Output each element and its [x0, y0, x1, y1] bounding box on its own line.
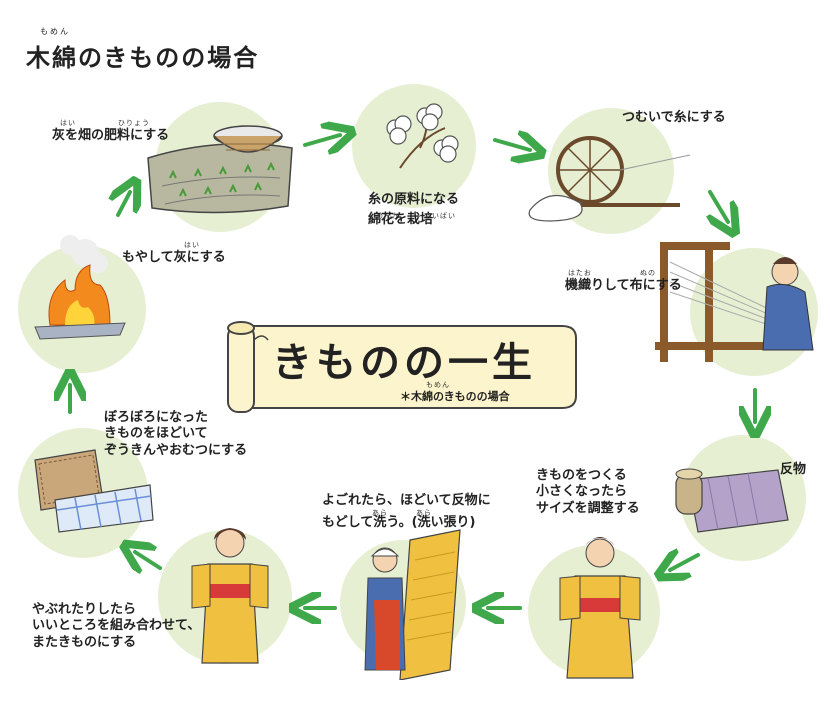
fire-icon [34, 235, 126, 340]
arrow-cotton-to-spin [493, 140, 530, 150]
step-wash-ruby-1: あら [372, 509, 388, 517]
title-ruby: もめん [40, 27, 70, 36]
step-cotton-label: 糸の原料になる 綿花を栽培 [368, 192, 460, 228]
step-rag-label: ぼろぼろになった きものをほどいて ぞうきんやおむつにする [104, 410, 248, 458]
step-make-label: きものをつくる 小さくなったら サイズを調整する [536, 468, 640, 516]
ash-field-icon [147, 125, 293, 214]
step-burn-label: もやして灰にする [122, 250, 226, 265]
arrow-burn-to-ash [118, 192, 130, 217]
washing-board-woman-icon [364, 529, 461, 680]
step-ash-label: 灰を畑の肥料にする [52, 128, 170, 143]
center-scroll [227, 321, 577, 413]
fabric-bolt-icon [675, 468, 789, 533]
kimono-child-icon [191, 528, 269, 664]
rag-diaper-icon [34, 449, 154, 533]
step-remake-label: やぶれたりしたら いいところを組み合わせて、 またきものにする [32, 602, 201, 650]
step-cotton-ruby-2: さいばい [424, 212, 456, 220]
arrow-ash-to-cotton [303, 135, 340, 145]
step-cloth-label: 反物 [780, 462, 807, 477]
step-cotton-ruby-1: めんか [376, 212, 400, 220]
step-wash-label: よごれたら、ほどいて反物に もどして洗う。(洗い張り) [322, 493, 491, 531]
center-title: きものの一生 [272, 340, 536, 386]
kimono-girl-icon [559, 537, 641, 679]
cotton-flower-icon [386, 103, 459, 169]
spinning-wheel-icon [528, 136, 691, 222]
step-wash-ruby-2: あら [416, 509, 432, 517]
step-ash-ruby-1: はい [60, 119, 76, 127]
arrow-cloth-to-make [670, 555, 700, 570]
center-subtitle: ＊木綿のきものの場合 [400, 390, 510, 403]
step-weave-label: 機織りして布にする [565, 278, 682, 293]
center-subtitle-ruby: もめん [426, 381, 450, 389]
step-weave-ruby-1: はたお [568, 269, 592, 277]
arrow-spin-to-weave [710, 190, 728, 222]
step-spin-label: つむいで糸にする [622, 110, 726, 125]
arrow-remake-to-rag [135, 552, 162, 568]
step-ash-ruby-2: ひりょう [118, 119, 150, 127]
step-weave-ruby-2: ぬの [640, 269, 656, 277]
page-title: 木綿のきものの場合 [26, 44, 260, 72]
loom-weaver-icon [655, 242, 814, 362]
step-burn-ruby: はい [184, 241, 200, 249]
